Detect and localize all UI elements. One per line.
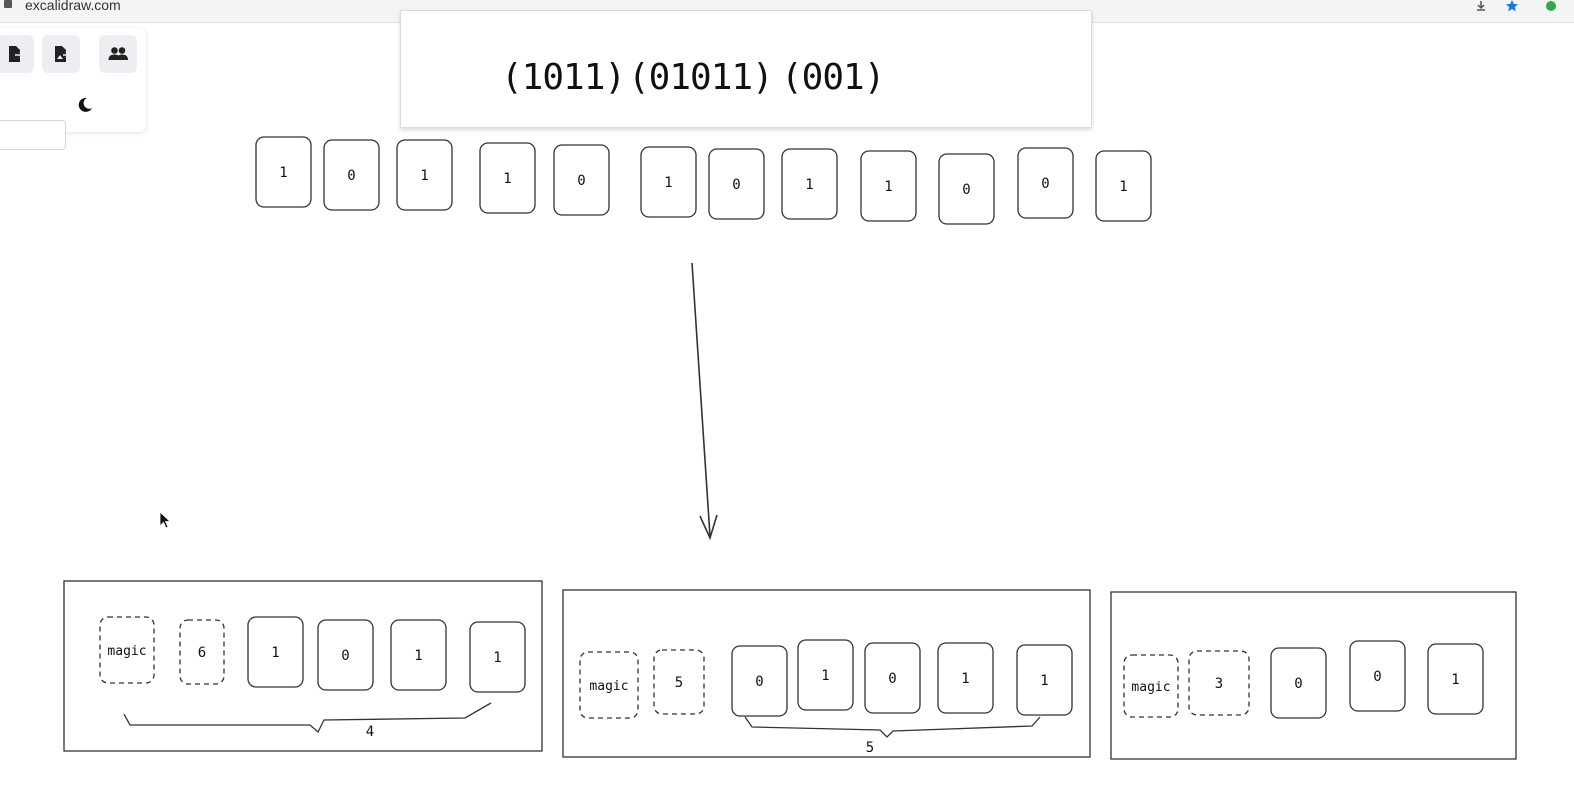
frame-border xyxy=(562,589,1091,758)
magic-box-label: magic xyxy=(107,644,146,659)
frame-bit-box-label: 1 xyxy=(821,668,829,684)
export-image-icon xyxy=(55,46,71,62)
frame-bit-box[interactable]: 1 xyxy=(797,639,854,711)
frame-bit-box-label: 0 xyxy=(1373,669,1381,685)
frame-bit-box-label: 1 xyxy=(271,645,279,661)
bit-box[interactable]: 1 xyxy=(255,136,312,208)
background-color-input[interactable] xyxy=(0,120,66,150)
frame-bit-box-label: 0 xyxy=(755,674,763,690)
frame-bit-box[interactable]: 0 xyxy=(1270,647,1327,719)
group-text-1: (1011) xyxy=(501,57,626,98)
bit-box[interactable]: 1 xyxy=(860,150,917,222)
bit-box[interactable]: 0 xyxy=(323,139,380,211)
frame-bit-box[interactable]: 1 xyxy=(469,621,526,693)
bit-box-label: 1 xyxy=(1119,179,1127,195)
bit-box-label: 0 xyxy=(347,168,355,184)
extension-icon[interactable] xyxy=(1544,0,1558,12)
frame-bit-box[interactable]: 1 xyxy=(247,616,304,688)
bit-box-label: 1 xyxy=(805,177,813,193)
frame-1[interactable]: magic 6 1 0 1 1 4 xyxy=(63,580,543,752)
frame-bit-box[interactable]: 1 xyxy=(937,642,994,714)
bit-box-label: 0 xyxy=(732,177,740,193)
frame-bit-box-label: 0 xyxy=(1294,676,1302,692)
bit-box-label: 1 xyxy=(420,168,428,184)
frame-bit-box[interactable]: 0 xyxy=(731,645,788,717)
frame-bit-box-label: 1 xyxy=(1451,672,1459,688)
moon-icon xyxy=(78,97,92,112)
frame-bit-box[interactable]: 0 xyxy=(1349,640,1406,712)
export-file-button[interactable] xyxy=(0,35,34,73)
magic-box-label: magic xyxy=(589,679,628,694)
frame-bit-box-label: 1 xyxy=(493,650,501,666)
frame-bit-box[interactable]: 1 xyxy=(390,619,447,691)
group-text-2: (01011) xyxy=(628,57,774,98)
length-box[interactable]: 3 xyxy=(1188,650,1250,716)
bit-box-label: 0 xyxy=(577,173,585,189)
length-box[interactable]: 6 xyxy=(179,619,225,685)
brace-line[interactable] xyxy=(744,716,1041,738)
frame-bit-box-label: 1 xyxy=(961,671,969,687)
export-file-icon xyxy=(9,46,25,62)
bit-box[interactable]: 0 xyxy=(708,148,765,220)
toolbar-panel xyxy=(0,28,146,150)
lock-icon xyxy=(4,0,12,8)
bit-box[interactable]: 1 xyxy=(640,146,697,218)
bit-box[interactable]: 0 xyxy=(553,144,610,216)
frame-border xyxy=(1110,591,1517,760)
brace-label: 5 xyxy=(866,740,874,756)
magic-box[interactable]: magic xyxy=(99,616,155,684)
bit-box[interactable]: 1 xyxy=(1095,150,1152,222)
bit-box[interactable]: 0 xyxy=(938,153,995,225)
length-box-label: 3 xyxy=(1215,676,1223,692)
grouping-text-box[interactable]: (1011) (01011) (001) xyxy=(400,10,1092,128)
frame-bit-box-label: 1 xyxy=(414,648,422,664)
brace-line[interactable] xyxy=(123,702,492,734)
bit-box-label: 1 xyxy=(664,175,672,191)
frame-bit-box-label: 0 xyxy=(341,648,349,664)
bit-box-label: 1 xyxy=(884,179,892,195)
frame-bit-box[interactable]: 1 xyxy=(1427,643,1484,715)
mouse-cursor-icon xyxy=(159,511,172,529)
length-box[interactable]: 5 xyxy=(653,649,705,715)
frame-2[interactable]: magic 5 0 1 0 1 1 5 xyxy=(562,589,1091,758)
bit-box[interactable]: 0 xyxy=(1017,147,1074,219)
frame-bit-box[interactable]: 0 xyxy=(864,642,921,714)
bit-box-label: 0 xyxy=(962,182,970,198)
dark-mode-toggle[interactable] xyxy=(76,96,94,118)
bit-box[interactable]: 1 xyxy=(396,139,453,211)
frame-bit-box-label: 0 xyxy=(888,671,896,687)
magic-box[interactable]: magic xyxy=(1123,654,1179,718)
group-text-3: (001) xyxy=(781,57,885,98)
collaborate-users-icon xyxy=(108,47,128,60)
magic-box[interactable]: magic xyxy=(579,651,639,719)
length-box-label: 6 xyxy=(198,645,206,661)
bit-box-label: 1 xyxy=(503,171,511,187)
bit-box-label: 1 xyxy=(279,165,287,181)
bit-box-label: 0 xyxy=(1041,176,1049,192)
frame-bit-box-label: 1 xyxy=(1040,673,1048,689)
collaborate-button[interactable] xyxy=(99,35,137,73)
url-text[interactable]: excalidraw.com xyxy=(25,0,121,13)
brace-label: 4 xyxy=(366,724,374,740)
download-icon[interactable] xyxy=(1474,0,1488,12)
frame-bit-box[interactable]: 1 xyxy=(1016,644,1073,716)
frame-border xyxy=(63,580,543,752)
bit-box[interactable]: 1 xyxy=(479,142,536,214)
down-arrow[interactable] xyxy=(691,262,718,541)
length-box-label: 5 xyxy=(675,675,683,691)
frame-bit-box[interactable]: 0 xyxy=(317,619,374,691)
export-image-button[interactable] xyxy=(42,35,80,73)
magic-box-label: magic xyxy=(1131,680,1170,695)
bookmark-star-icon[interactable] xyxy=(1505,0,1519,12)
bit-box[interactable]: 1 xyxy=(781,148,838,220)
frame-3[interactable]: magic 3 0 0 1 xyxy=(1110,591,1517,760)
